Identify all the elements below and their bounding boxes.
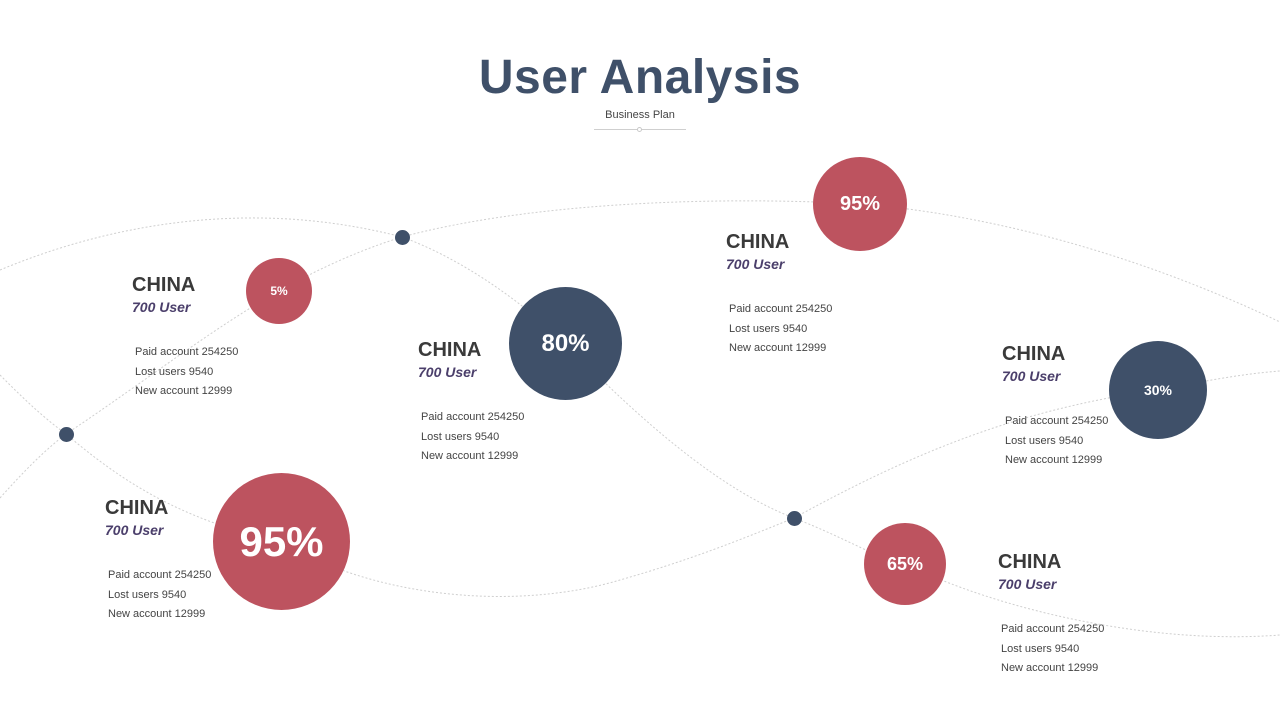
block-users: 700 User — [998, 576, 1057, 592]
percent-bubble: 30% — [1109, 341, 1207, 439]
percent-bubble: 80% — [509, 287, 622, 400]
page-subtitle: Business Plan — [605, 109, 675, 121]
block-users: 700 User — [1002, 368, 1061, 384]
block-title: CHINA — [1002, 343, 1066, 365]
stat-paid: Paid account 254250 — [1001, 623, 1105, 635]
connector-curve-lower — [0, 370, 1280, 597]
percent-bubble: 95% — [813, 157, 907, 251]
stat-paid: Paid account 254250 — [1005, 415, 1109, 427]
stat-paid: Paid account 254250 — [108, 569, 212, 581]
block-stats: Paid account 254250 Lost users 9540 New … — [998, 620, 1198, 679]
block-users: 700 User — [418, 364, 477, 380]
connector-node — [395, 230, 410, 245]
connector-curve-upper — [0, 217, 1280, 638]
block-title: CHINA — [418, 339, 482, 361]
stat-lost: Lost users 9540 — [108, 588, 187, 601]
block-users: 700 User — [132, 299, 191, 315]
stat-new: New account 12999 — [135, 385, 233, 397]
stat-lost: Lost users 9540 — [729, 322, 808, 335]
block-stats: Paid account 254250 Lost users 9540 New … — [105, 566, 305, 625]
info-block: CHINA 700 User Paid account 254250 Lost … — [105, 496, 305, 625]
percent-bubble: 65% — [864, 523, 946, 605]
stat-paid: Paid account 254250 — [729, 303, 833, 315]
block-stats: Paid account 254250 Lost users 9540 New … — [418, 408, 618, 467]
stat-lost: Lost users 9540 — [135, 365, 214, 378]
stat-paid: Paid account 254250 — [421, 411, 525, 423]
connector-node — [59, 427, 74, 442]
block-title: CHINA — [998, 551, 1062, 573]
stat-new: New account 12999 — [729, 342, 827, 354]
stat-lost: Lost users 9540 — [1001, 642, 1080, 655]
block-title: CHINA — [726, 231, 790, 253]
info-block: CHINA 700 User Paid account 254250 Lost … — [1002, 342, 1202, 471]
stat-new: New account 12999 — [108, 608, 206, 620]
stat-new: New account 12999 — [1005, 454, 1103, 466]
block-stats: Paid account 254250 Lost users 9540 New … — [1002, 412, 1202, 471]
info-block: CHINA 700 User Paid account 254250 Lost … — [132, 273, 332, 402]
page-title: User Analysis — [478, 51, 802, 104]
info-block: CHINA 700 User Paid account 254250 Lost … — [418, 338, 618, 467]
stat-new: New account 12999 — [421, 450, 519, 462]
stat-new: New account 12999 — [1001, 662, 1099, 674]
stat-paid: Paid account 254250 — [135, 346, 239, 358]
info-block: CHINA 700 User Paid account 254250 Lost … — [998, 550, 1198, 679]
stat-lost: Lost users 9540 — [1005, 434, 1084, 447]
block-stats: Paid account 254250 Lost users 9540 New … — [132, 343, 332, 402]
subtitle-divider-dot — [637, 127, 642, 132]
block-title: CHINA — [105, 497, 169, 519]
info-block: CHINA 700 User Paid account 254250 Lost … — [726, 230, 926, 359]
block-users: 700 User — [105, 522, 164, 538]
block-title: CHINA — [132, 274, 196, 296]
percent-bubble: 95% — [213, 473, 350, 610]
connector-node — [787, 511, 802, 526]
stat-lost: Lost users 9540 — [421, 430, 500, 443]
percent-bubble: 5% — [246, 258, 312, 324]
block-stats: Paid account 254250 Lost users 9540 New … — [726, 300, 926, 359]
block-users: 700 User — [726, 256, 785, 272]
